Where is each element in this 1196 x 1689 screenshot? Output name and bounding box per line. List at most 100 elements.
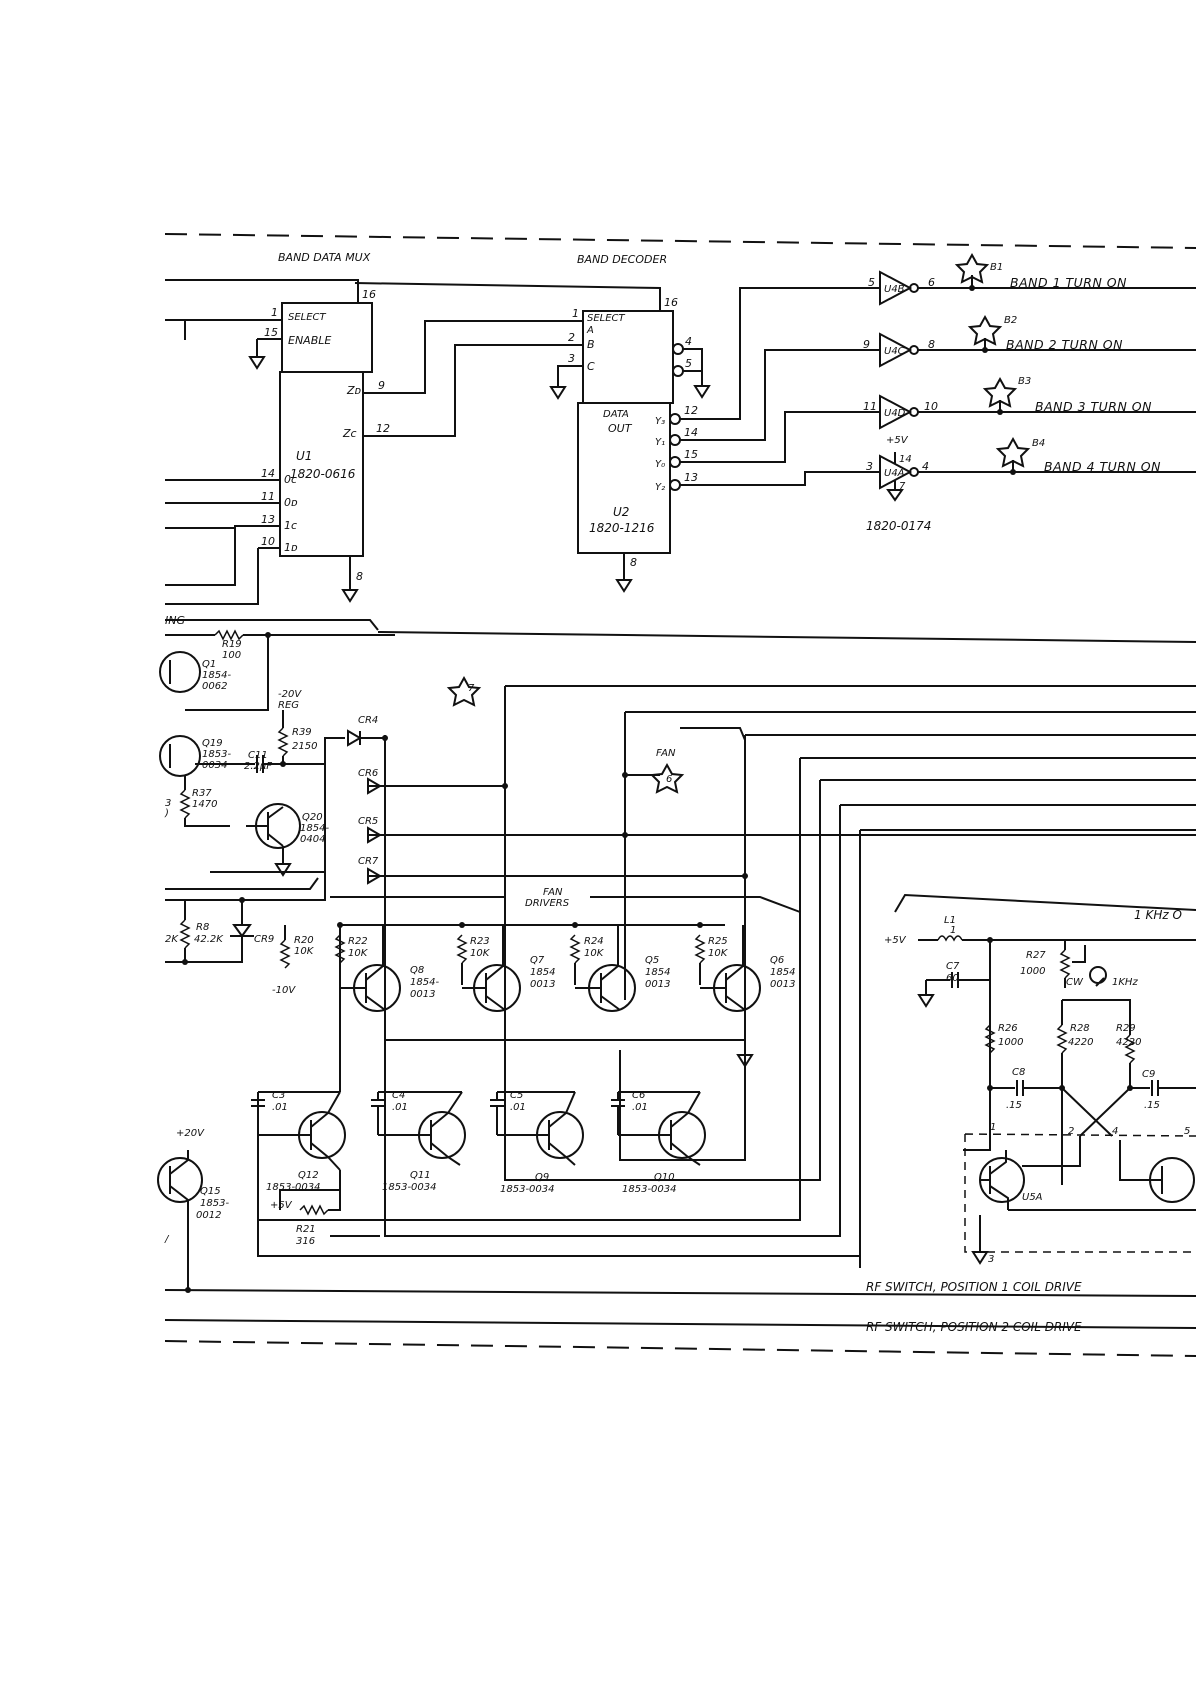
u2-pin8: 8 [630,556,637,569]
fan-drivers-l2: DRIVERS [525,898,570,909]
u4d-label: U4D [884,408,906,419]
c4v: .01 [392,1102,408,1113]
q6: Q6 [770,955,784,966]
u2-pin4: 4 [685,335,692,348]
q15-ref: Q15 [200,1186,221,1197]
l1: L1 [944,915,956,926]
u4-part: 1820-0174 [866,519,931,533]
q19-part1: 1853- [202,749,231,760]
q15-circuit [157,1150,203,1293]
band2-signal: BAND 2 TURN ON [1006,337,1123,352]
r37-val: 1470 [192,799,217,810]
q15-supply: +20V [176,1128,205,1139]
r27: R27 [1026,950,1046,961]
u4c-in: 9 [863,338,870,351]
u2-c: C [587,360,595,373]
band3-signal: BAND 3 TURN ON [1035,399,1152,414]
r29: R29 [1116,1023,1136,1034]
r29v: 4220 [1116,1037,1141,1048]
section-borders [164,233,1196,1357]
q5p2: 0013 [645,979,670,990]
tp7-label: 7 [468,683,475,694]
u1-pin12: 12 [376,422,390,435]
u2-pin3: 3 [568,352,575,365]
c6v: .01 [632,1102,648,1113]
u2-pin13: 13 [684,471,698,484]
r25: R25 [708,936,728,947]
r21v: 316 [296,1236,315,1247]
u1-pin15: 15 [264,326,278,339]
osc-pin3: 3 [988,1254,994,1265]
u1-mux [165,279,445,605]
u2-out: OUT [608,422,633,435]
u1-id: 1ᴅ [284,541,298,554]
band1-signal: BAND 1 TURN ON [1010,275,1127,290]
tp-b4: B4 [1032,438,1045,449]
r20-val: 10K [294,946,315,957]
fan-drivers-bracket [330,896,801,913]
fan-label: FAN [656,748,676,759]
q8p1: 1854- [410,977,439,988]
r23: R23 [470,936,490,947]
u2-data: DATA [603,409,629,420]
u2-y1: Y₁ [655,437,665,448]
u4c-out: 8 [928,338,935,351]
q6p2: 0013 [770,979,795,990]
c9: C9 [1142,1069,1155,1080]
r28v: 4220 [1068,1037,1093,1048]
osc-pin1: 1 [990,1122,996,1133]
u1-pin11: 11 [261,490,275,503]
u2-select: SELECT [587,313,626,324]
q8: Q8 [410,965,424,976]
cr9: CR9 [254,934,274,945]
u1-part: 1820-0616 [290,467,356,481]
u4b-in: 5 [868,276,875,289]
r23v: 10K [470,948,491,959]
r22v: 10K [348,948,369,959]
u1-enable: ENABLE [288,334,331,347]
u1-select: SELECT [288,312,327,323]
r8-ref: R8 [196,922,209,933]
tp6-label: 6 [666,774,672,785]
c6: C6 [632,1090,645,1101]
r26v: 1000 [998,1037,1023,1048]
u5a: U5A [1022,1192,1043,1203]
c7: C7 [946,961,960,972]
q15-p1: 1853- [200,1198,229,1209]
q15-frag: / [164,1234,170,1245]
u1-ic: 1ᴄ [284,519,297,532]
q1-part2: 0062 [202,681,227,692]
u2-decoder [354,282,880,593]
q20-part1: 1854- [300,823,329,834]
u2-y2: Y₂ [655,482,665,493]
r24: R24 [584,936,604,947]
band-decoder-title: BAND DECODER [577,253,667,266]
u2-b: B [587,338,595,351]
u1-zd: Zᴅ [346,384,362,397]
reg2: REG [278,700,299,711]
u2-pin12: 12 [684,404,698,417]
u2-a: A [586,325,594,336]
cr4: CR4 [358,715,378,726]
u4a-label: U4A [884,468,905,479]
ing-fragment: ING [165,614,185,627]
c9v: .15 [1144,1100,1160,1111]
fan-drivers-l1: FAN [543,887,563,898]
c5: C5 [510,1090,523,1101]
reg1: -20V [278,689,302,700]
r8-val: 42.2K [194,934,224,945]
khz-fragment: 1 KHz O [1134,908,1182,922]
u1-pin10: 10 [261,535,275,548]
u1-zc: Zᴄ [342,427,357,440]
u4-supply: +5V [886,435,909,446]
u2-pin16: 16 [664,296,678,309]
r37-ref: R37 [192,788,212,799]
oscillator-circuit [894,893,1196,1265]
r25v: 10K [708,948,729,959]
osc-supply: +5V [884,935,907,946]
u4-pin7: 7 [899,481,906,492]
khz: 1KHz [1112,977,1138,988]
r21: R21 [296,1224,316,1235]
u1-pin16: 16 [362,288,376,301]
osc-pin5: 5 [1184,1126,1190,1137]
